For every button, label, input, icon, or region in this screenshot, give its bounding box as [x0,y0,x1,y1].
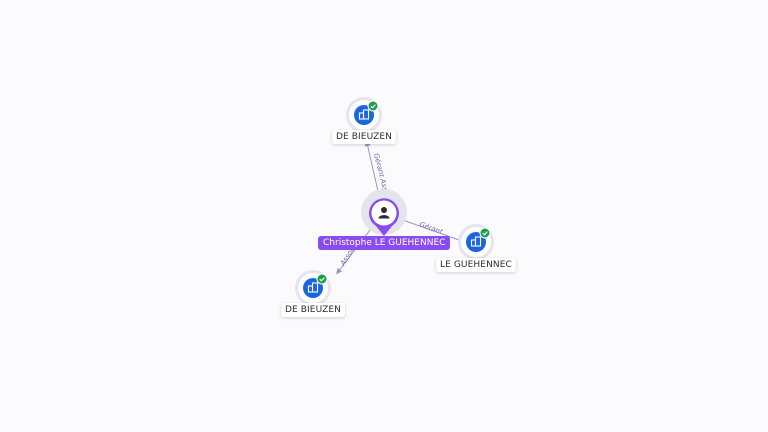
building-icon [307,282,319,293]
person-node[interactable] [361,189,407,236]
company-node[interactable] [295,270,331,306]
check-icon [479,227,491,239]
company-label[interactable]: LE GUEHENNEC [436,258,516,272]
person-icon [378,207,390,219]
edge-label: Gérant [418,220,444,236]
person-name-label[interactable]: Christophe LE GUEHENNEC [318,236,451,250]
building-icon [358,109,370,120]
check-icon [367,100,379,112]
company-node[interactable] [458,224,494,260]
company-label[interactable]: DE BIEUZEN [332,130,397,144]
check-icon [316,273,328,285]
building-icon [470,236,482,247]
company-node[interactable] [346,97,382,133]
company-label[interactable]: DE BIEUZEN [281,303,346,317]
